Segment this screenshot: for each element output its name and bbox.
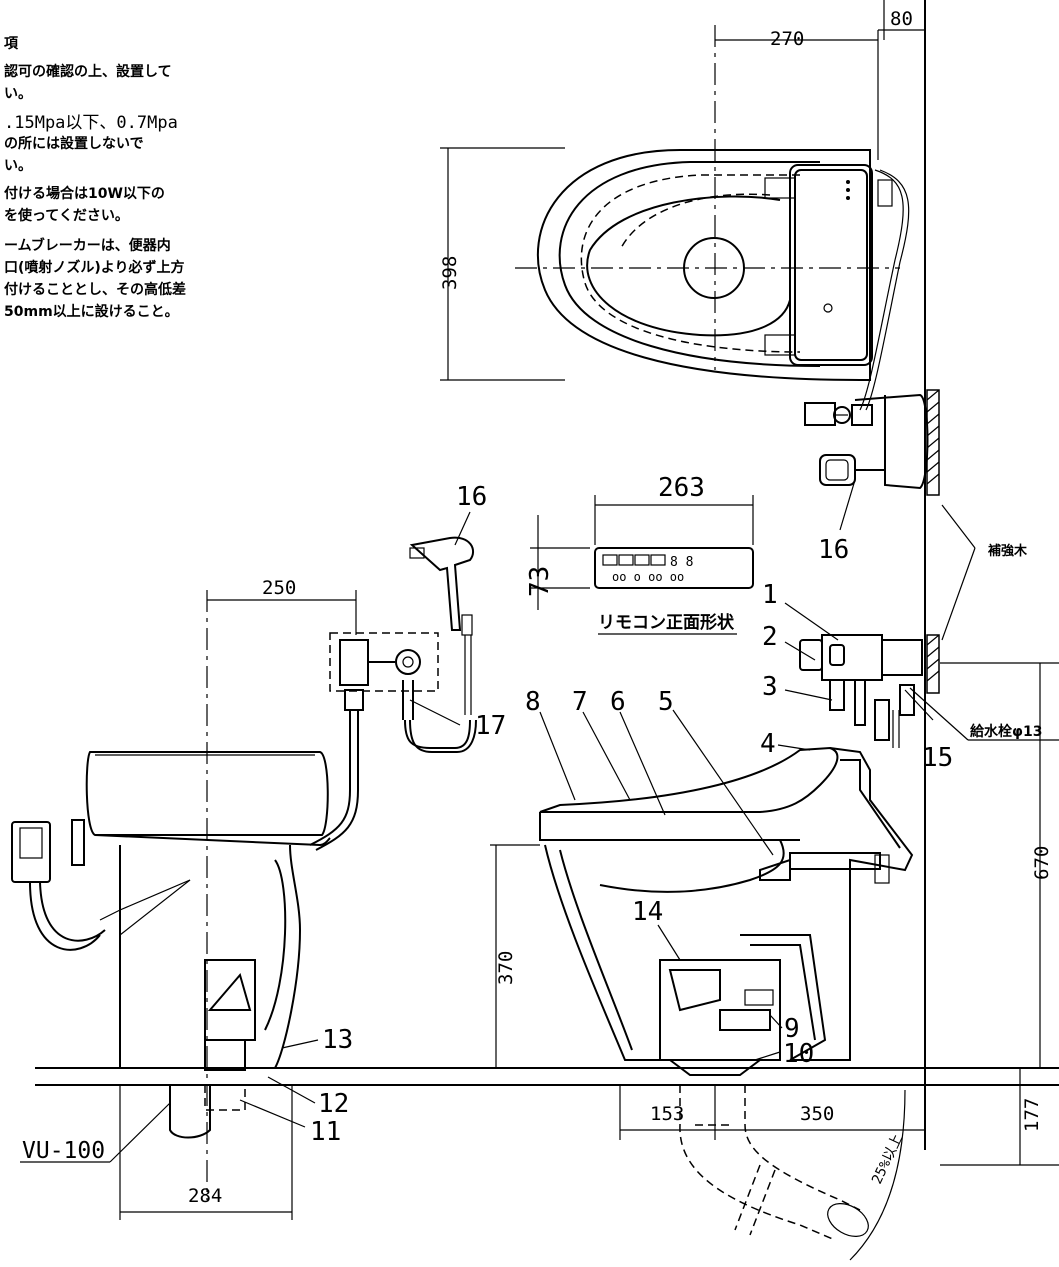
note-line-2: 認可の確認の上、設置して [4, 63, 172, 80]
dim-153: 153 [650, 1103, 684, 1125]
callout-3: 3 [762, 672, 778, 702]
side-view-dimensions: 370 670 153 350 177 [490, 662, 1059, 1166]
callout-7: 7 [572, 687, 588, 717]
toilet-front-view [11, 590, 359, 1200]
power-outlet-box [11, 821, 51, 883]
dim-263: 263 [658, 473, 705, 503]
water-valve-assembly [799, 634, 923, 748]
svg-text:8 8: 8 8 [670, 555, 693, 570]
callout-8: 8 [525, 687, 541, 717]
note-line-7: 付ける場合は10W以下の [4, 185, 165, 202]
callout-16-hand-shower: 16 [456, 482, 487, 512]
callout-9: 9 [784, 1014, 800, 1044]
dim-370: 370 [495, 951, 517, 985]
reinforcement-label: 補強木 [987, 543, 1028, 559]
front-view-dimensions: 250 284 [119, 577, 357, 1220]
callout-2: 2 [762, 622, 778, 652]
reinforcement-hatch-lower [926, 634, 940, 682]
toilet-side-view [539, 746, 914, 1076]
note-line-9: ームブレーカーは、便器内 [4, 237, 171, 254]
note-line-11: 付けることとし、その高低差 [4, 281, 186, 298]
callout-5: 5 [658, 687, 674, 717]
remote-control: 8 8 oo o oo oo 263 73 リモコン正面形状 [525, 473, 754, 635]
note-line-5: の所には設置しないで [4, 135, 144, 152]
reinforcement-wood-lower [926, 634, 940, 694]
front-valve-box [329, 632, 477, 753]
installation-notes: 項 認可の確認の上、設置して い。 .15Mpa以下、0.7Mpa の所には設置… [4, 36, 186, 320]
dim-73: 73 [525, 566, 555, 597]
top-view-dimensions: 270 80 398 [439, 0, 925, 381]
callout-14: 14 [632, 897, 663, 927]
dim-177: 177 [1021, 1098, 1043, 1132]
note-line-4: .15Mpa以下、0.7Mpa [4, 113, 178, 133]
dim-270: 270 [770, 28, 804, 50]
pipe-label: VU-100 [22, 1138, 105, 1164]
callout-6: 6 [610, 687, 626, 717]
dim-284: 284 [188, 1185, 222, 1207]
callout-11: 11 [310, 1117, 341, 1147]
callout-1: 1 [762, 580, 778, 610]
callout-4: 4 [760, 729, 776, 759]
dim-80: 80 [890, 8, 913, 30]
reinforcement-hatch-upper [926, 389, 940, 485]
callout-13: 13 [322, 1025, 353, 1055]
drain-pipe-underfloor: 25%以上 [679, 1085, 906, 1261]
slope-label: 25%以上 [869, 1132, 906, 1187]
callout-leaders [20, 479, 1059, 1163]
note-line-6: い。 [4, 158, 32, 174]
callout-12: 12 [318, 1089, 349, 1119]
dim-398: 398 [439, 256, 461, 290]
callout-numbers: 1 2 3 4 5 6 7 8 9 10 11 12 13 14 15 16 1… [310, 482, 953, 1147]
note-line-8: を使ってください。 [4, 207, 129, 224]
dim-670: 670 [1031, 846, 1053, 880]
dim-350: 350 [800, 1103, 834, 1125]
callout-15: 15 [922, 743, 953, 773]
note-line-1: 項 [4, 36, 19, 52]
hand-shower [409, 536, 475, 715]
remote-front-label: リモコン正面形状 [598, 612, 735, 633]
toilet-top-view [515, 25, 929, 490]
callout-16-top: 16 [818, 535, 849, 565]
callout-10: 10 [783, 1039, 814, 1069]
note-line-3: い。 [4, 86, 32, 102]
svg-text:oo o oo oo: oo o oo oo [612, 570, 684, 584]
water-faucet-label: 給水栓φ13 [970, 723, 1042, 740]
note-line-10: 口(噴射ノズル)より必ず上方 [4, 259, 185, 276]
remote-body [594, 547, 754, 589]
note-line-12: 50mm以上に設けること。 [4, 303, 179, 320]
callout-17: 17 [475, 711, 506, 741]
dim-250: 250 [262, 577, 296, 599]
